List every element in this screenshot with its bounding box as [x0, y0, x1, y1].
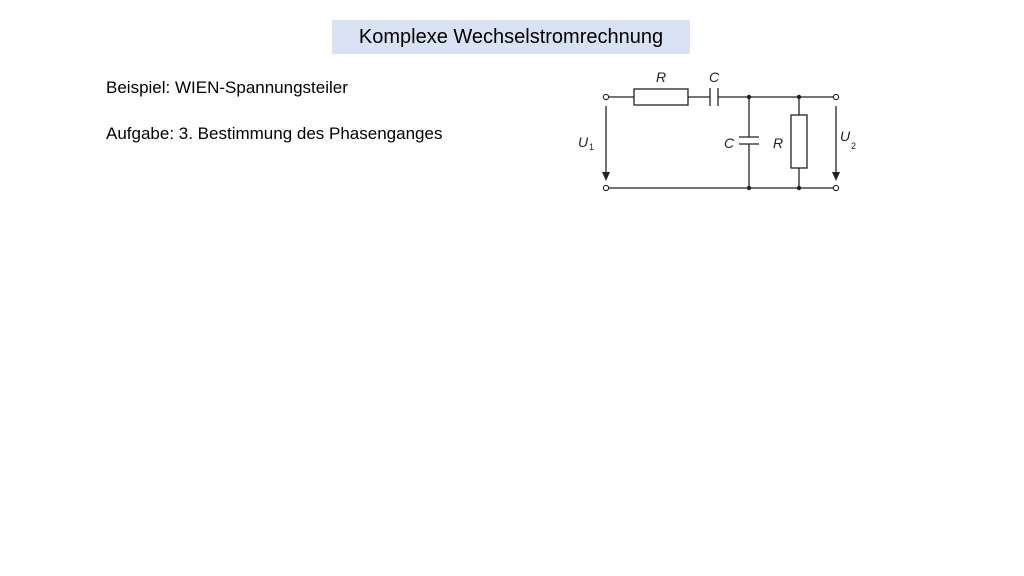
output-voltage-label: U	[840, 128, 851, 144]
shunt-capacitor-label: C	[724, 135, 735, 151]
shunt-resistor	[790, 114, 808, 169]
junction-node	[746, 185, 752, 191]
junction-node	[796, 185, 802, 191]
input-terminal-top	[602, 93, 610, 101]
shunt-resistor-label: R	[773, 135, 783, 151]
slide-title: Komplexe Wechselstromrechnung	[358, 26, 664, 48]
junction-node	[796, 94, 802, 100]
input-voltage-arrow-head	[602, 172, 610, 181]
output-voltage-subscript: 2	[851, 141, 856, 151]
task-line: Aufgabe: 3. Bestimmung des Phasenganges	[106, 124, 443, 143]
input-terminal-bottom	[602, 184, 610, 192]
series-resistor-label: R	[656, 69, 666, 85]
wien-bridge-circuit-diagram: R C C R U 1 U 2	[578, 69, 856, 192]
slide-title-box: Komplexe Wechselstromrechnung	[332, 20, 690, 54]
junction-node	[746, 94, 752, 100]
input-voltage-subscript: 1	[589, 142, 594, 152]
output-voltage-arrow-head	[832, 172, 840, 181]
example-line: Beispiel: WIEN-Spannungsteiler	[106, 78, 348, 97]
series-capacitor-label: C	[709, 69, 720, 85]
output-terminal-top	[832, 93, 840, 101]
output-terminal-bottom	[832, 184, 840, 192]
input-voltage-label: U	[578, 134, 589, 150]
series-resistor	[633, 88, 689, 106]
